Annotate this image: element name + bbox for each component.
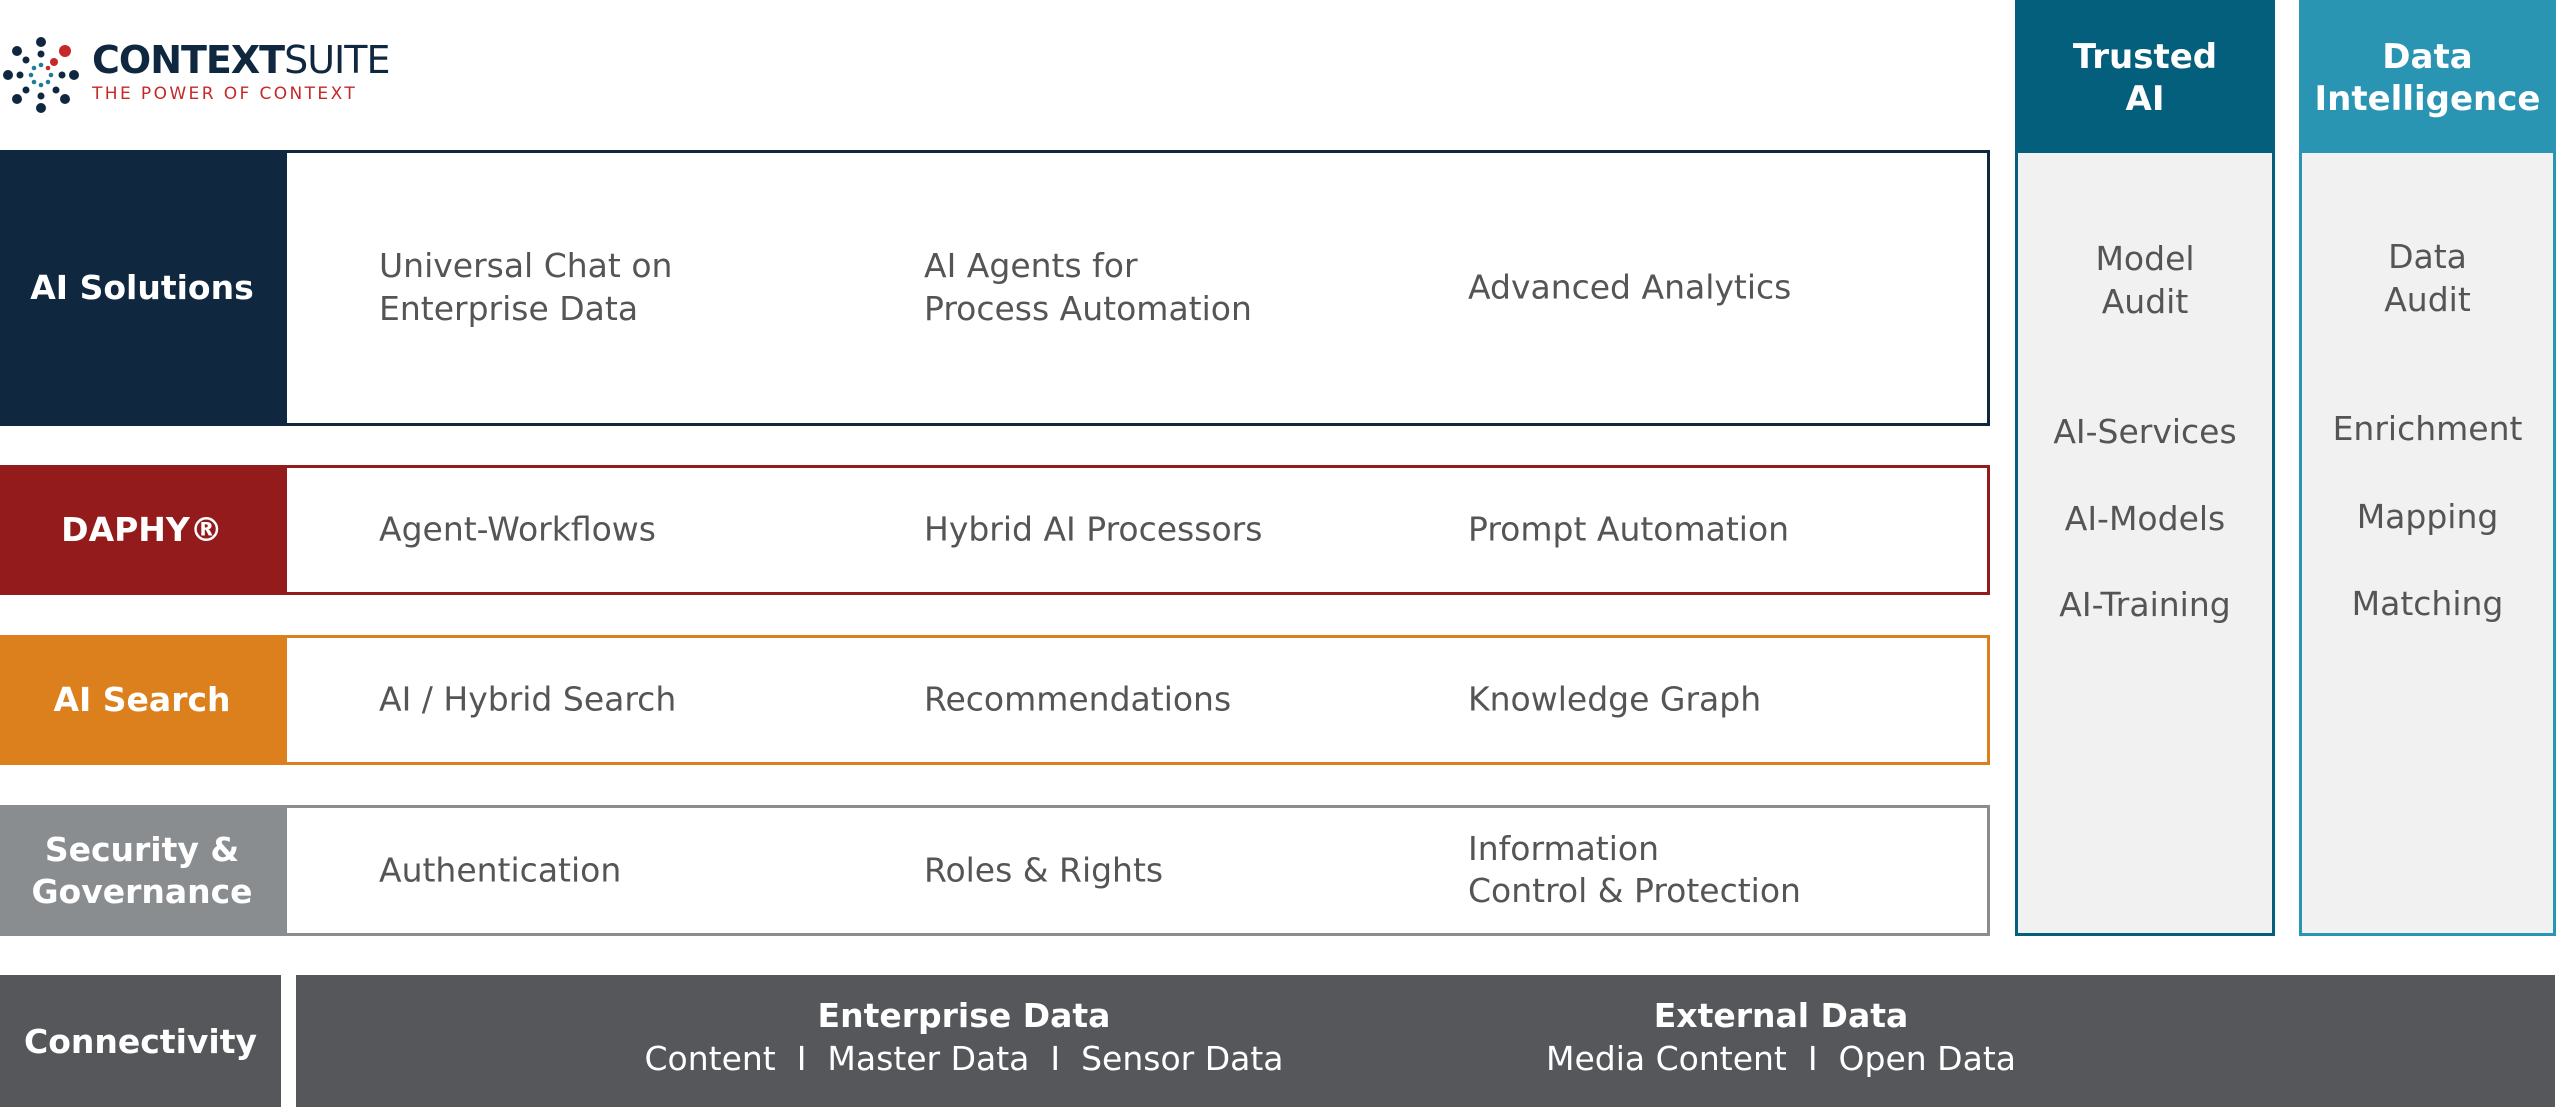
group-detail-external-data: Media Content I Open Data: [1546, 1038, 2016, 1078]
item-hybrid-ai-processors: Hybrid AI Processors: [924, 509, 1263, 549]
group-title-external-data: External Data: [1653, 996, 1909, 1035]
item-universal-chat: Universal Chat on Enterprise Data: [379, 246, 673, 328]
group-enterprise-data: Enterprise Data Content I Master Data I …: [644, 995, 1283, 1081]
column-title-trusted-ai: Trusted AI: [2018, 3, 2272, 153]
item-matching: Matching: [2351, 584, 2504, 623]
group-title-enterprise-data: Enterprise Data: [817, 996, 1111, 1035]
row-ai-search: AI / Hybrid Search Recommendations Knowl…: [284, 635, 1990, 765]
item-information-control: Information Control & Protection: [1468, 828, 1801, 911]
row-label-connectivity: Connectivity: [0, 975, 281, 1107]
item-hybrid-search: AI / Hybrid Search: [379, 679, 677, 719]
row-label-ai-search: AI Search: [0, 635, 284, 765]
logo-name: CONTEXTSUITE: [92, 38, 390, 82]
logo-name-bold: CONTEXT: [92, 38, 285, 82]
item-roles-rights: Roles & Rights: [924, 850, 1164, 890]
logo-name-light: SUITE: [284, 38, 390, 82]
column-trusted-ai: Trusted AI Model Audit AI-Services AI-Mo…: [2015, 0, 2275, 936]
item-mapping: Mapping: [2356, 497, 2499, 536]
item-ai-training: AI-Training: [2059, 585, 2231, 624]
row-label-security-governance: Security & Governance: [0, 805, 284, 936]
row-connectivity: Enterprise Data Content I Master Data I …: [296, 975, 2555, 1107]
group-detail-enterprise-data: Content I Master Data I Sensor Data: [644, 1038, 1284, 1078]
item-ai-models: AI-Models: [2064, 499, 2226, 538]
row-ai-solutions: Universal Chat on Enterprise Data AI Age…: [284, 150, 1990, 426]
logo-tagline: THE POWER OF CONTEXT: [92, 84, 358, 104]
row-label-ai-solutions: AI Solutions: [0, 150, 284, 426]
item-advanced-analytics: Advanced Analytics: [1468, 267, 1792, 307]
item-authentication: Authentication: [379, 850, 622, 890]
item-prompt-automation: Prompt Automation: [1468, 509, 1790, 549]
row-label-daphy: DAPHY®: [0, 465, 284, 595]
item-recommendations: Recommendations: [924, 679, 1232, 719]
item-data-audit: Data Audit: [2384, 237, 2471, 319]
item-agent-workflows: Agent-Workflows: [379, 509, 656, 549]
logo-dots-icon: [3, 37, 79, 113]
item-ai-services: AI-Services: [2053, 412, 2237, 451]
item-knowledge-graph: Knowledge Graph: [1468, 679, 1762, 719]
row-security-governance: Authentication Roles & Rights Informatio…: [284, 805, 1990, 936]
row-daphy: Agent-Workflows Hybrid AI Processors Pro…: [284, 465, 1990, 595]
item-model-audit: Model Audit: [2095, 239, 2195, 321]
group-external-data: External Data Media Content I Open Data: [1546, 995, 2016, 1081]
column-title-data-intelligence: Data Intelligence: [2302, 3, 2553, 153]
item-ai-agents: AI Agents for Process Automation: [924, 246, 1252, 328]
item-enrichment: Enrichment: [2332, 409, 2523, 448]
column-data-intelligence: Data Intelligence Data Audit Enrichment …: [2299, 0, 2556, 936]
